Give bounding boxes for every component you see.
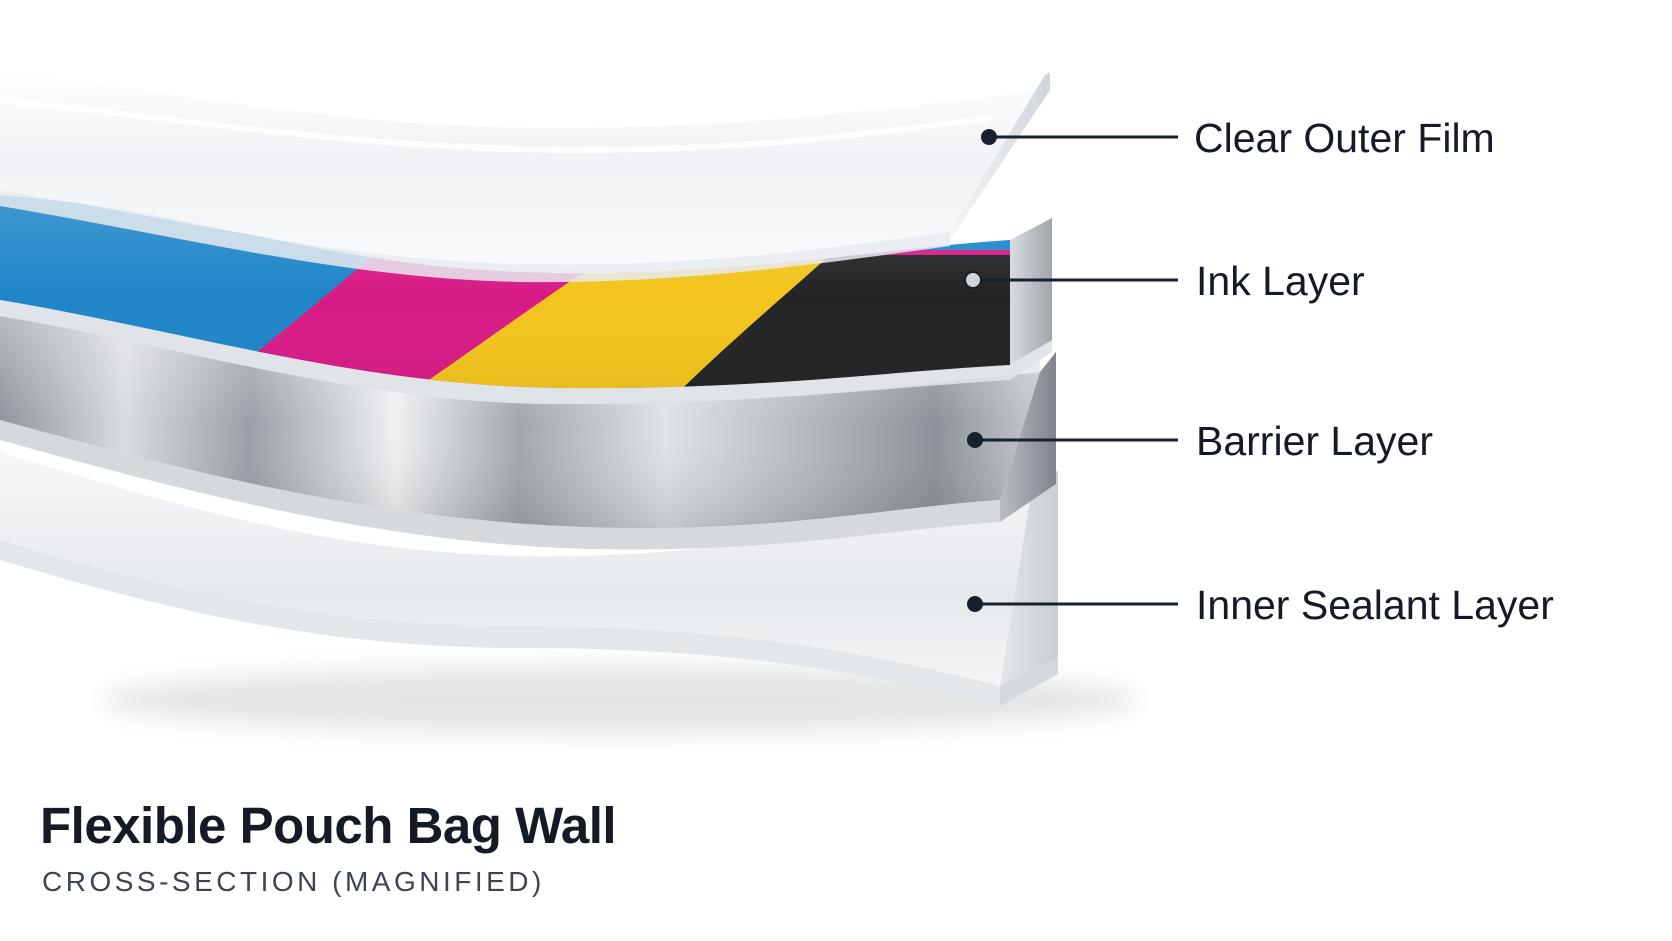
callout-barrier-layer: Barrier Layer xyxy=(967,418,1433,464)
callout-clear-outer-film: Clear Outer Film xyxy=(981,115,1495,161)
callout-inner-sealant-layer: Inner Sealant Layer xyxy=(967,582,1554,628)
marker-dot xyxy=(964,271,982,289)
marker-dot xyxy=(967,432,983,448)
diagram-subtitle: CROSS-SECTION (MAGNIFIED) xyxy=(42,866,545,897)
label-ink-layer: Ink Layer xyxy=(1196,258,1365,304)
clear-outer-film-shape xyxy=(0,55,1050,283)
diagram-title: Flexible Pouch Bag Wall xyxy=(40,797,617,854)
marker-dot xyxy=(967,596,983,612)
layer-shadow xyxy=(100,666,1140,734)
label-clear-outer-film: Clear Outer Film xyxy=(1194,115,1495,161)
label-inner-sealant-layer: Inner Sealant Layer xyxy=(1196,582,1554,628)
callout-ink-layer: Ink Layer xyxy=(964,258,1365,304)
marker-dot xyxy=(981,129,997,145)
label-barrier-layer: Barrier Layer xyxy=(1196,418,1433,464)
